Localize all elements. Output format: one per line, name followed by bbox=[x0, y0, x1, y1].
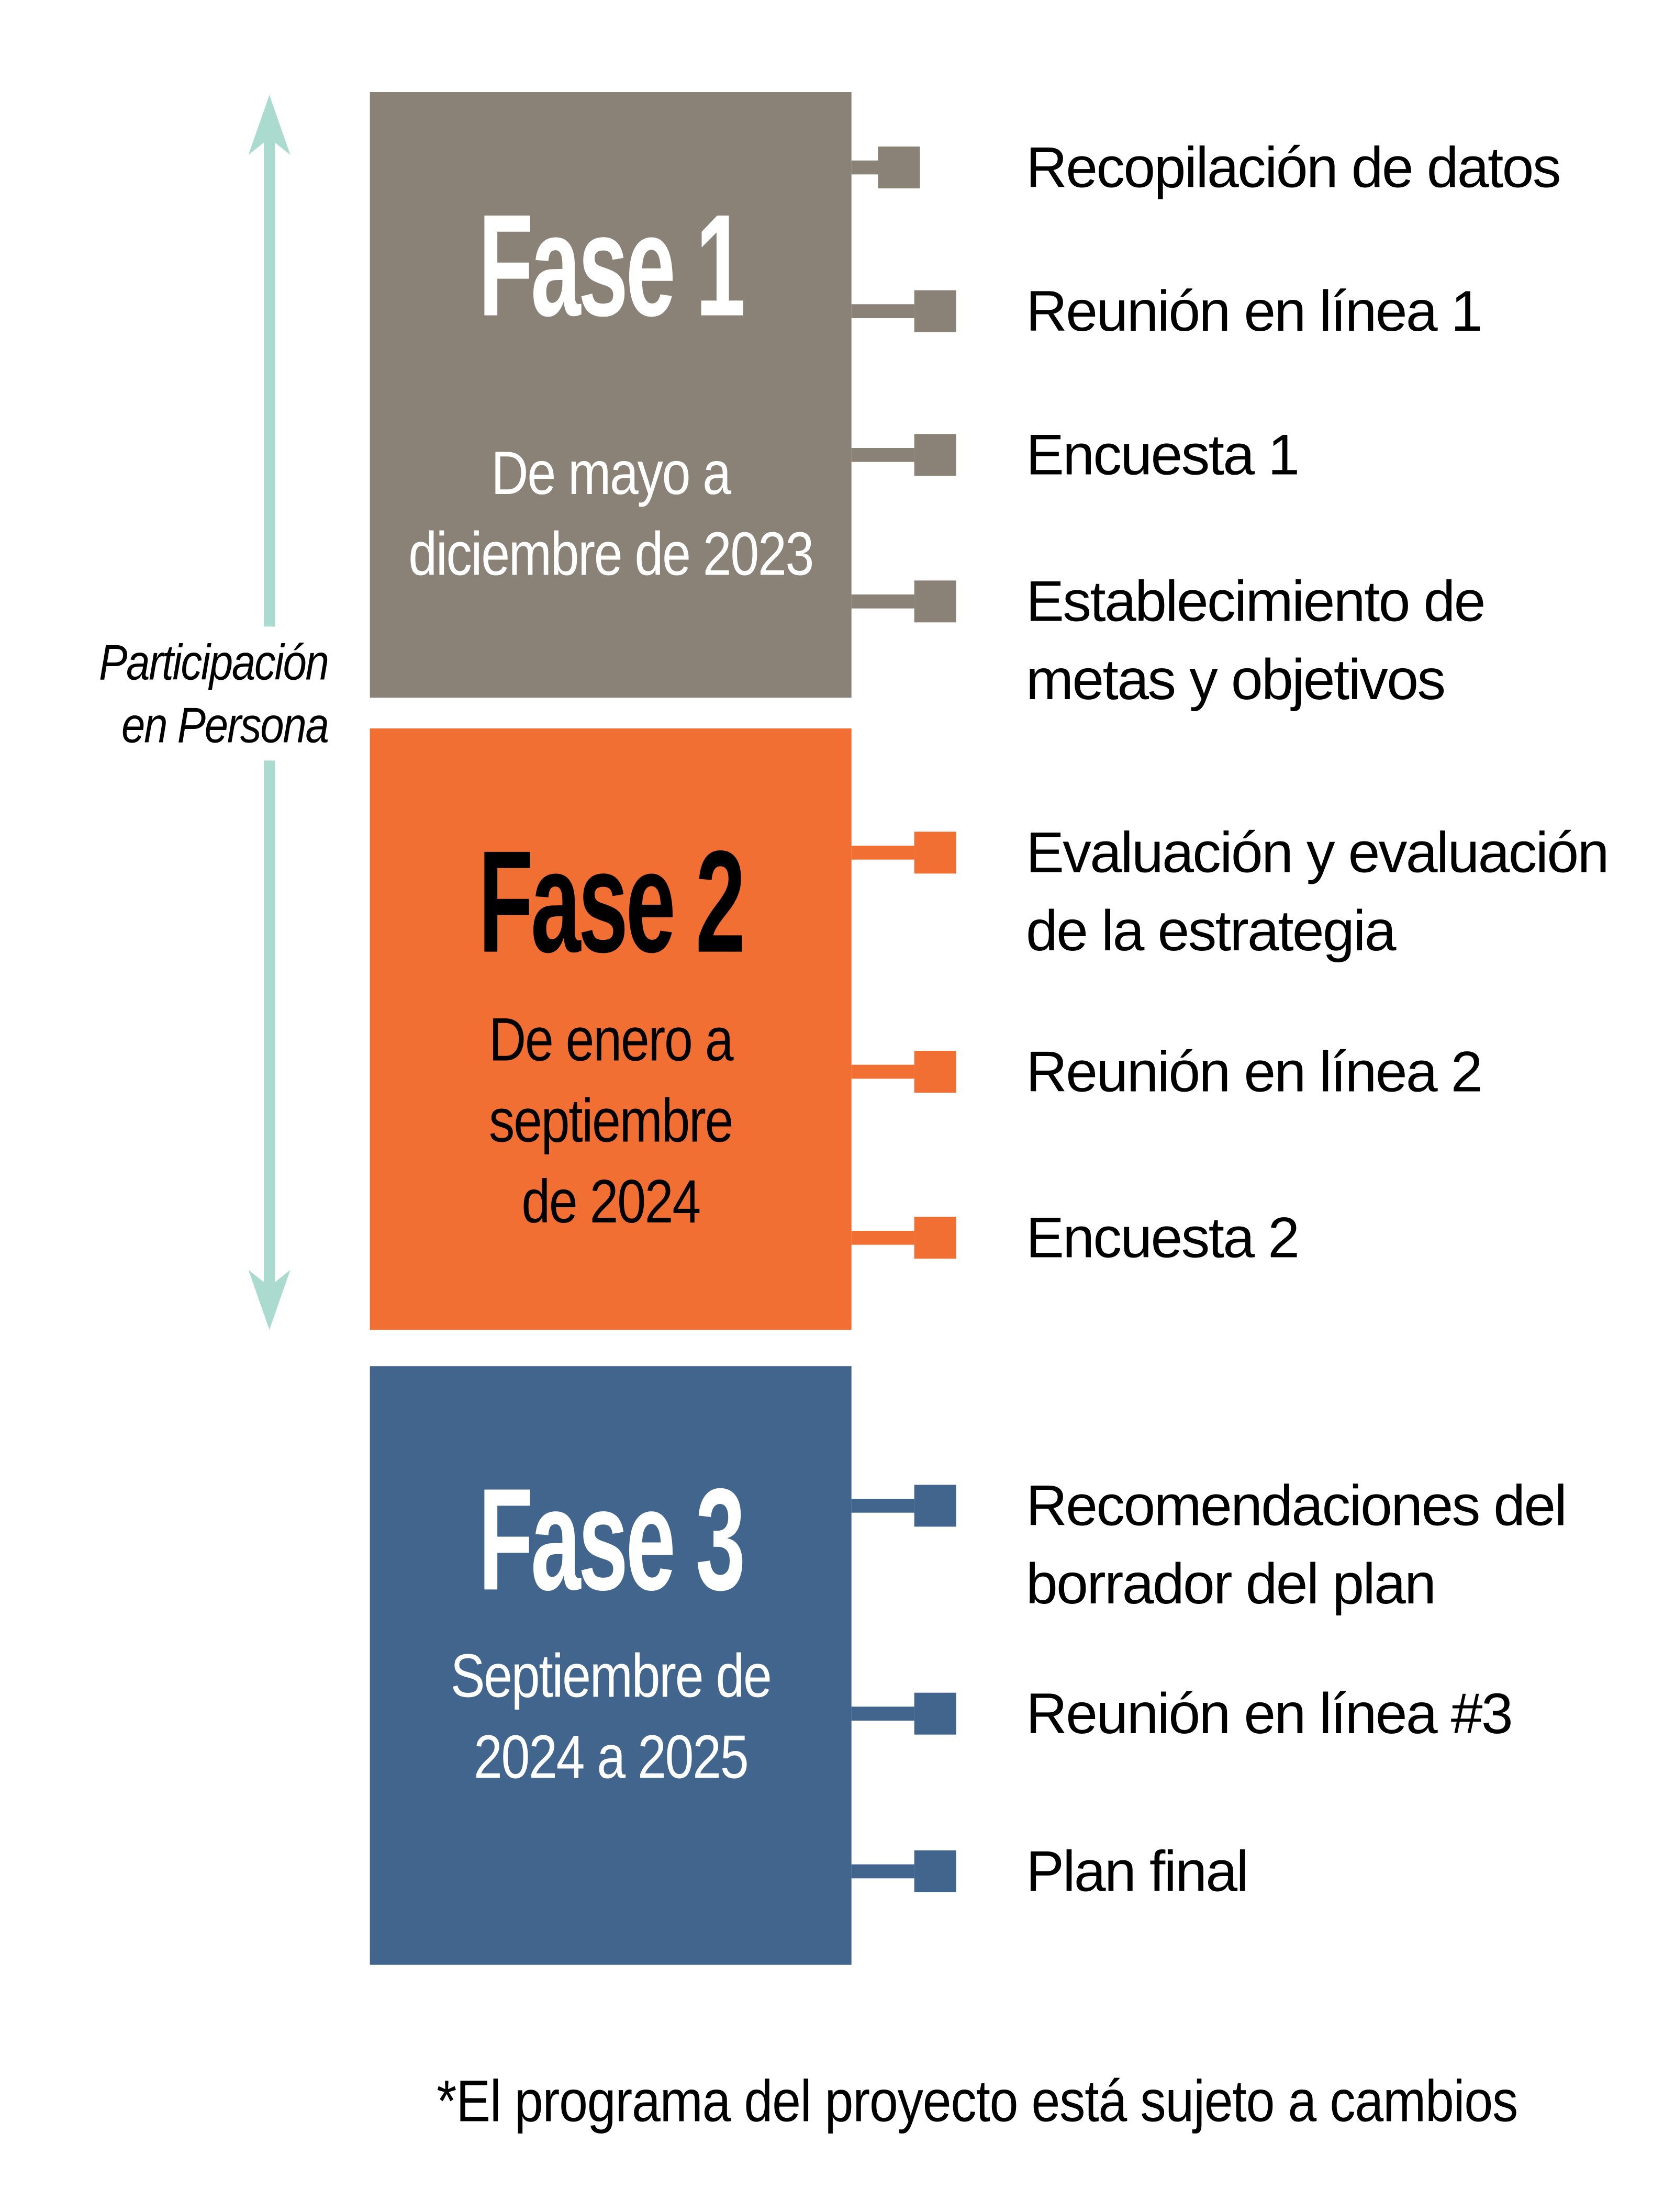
phase2-date-line: septiembre bbox=[489, 1087, 733, 1156]
connector-square bbox=[878, 147, 920, 189]
phase1-date-line: diciembre de 2023 bbox=[408, 520, 814, 589]
connector-line bbox=[851, 1064, 914, 1079]
connector-line bbox=[851, 304, 914, 319]
milestone-label: Reunión en línea 2 bbox=[1026, 1039, 1483, 1104]
phase1-date-line: De mayo a bbox=[491, 440, 731, 508]
arrow-shaft-upper bbox=[264, 134, 275, 627]
phase2-date-line: de 2024 bbox=[521, 1168, 701, 1237]
connector-square bbox=[914, 580, 956, 623]
axis-label-line1: Participación bbox=[98, 633, 329, 691]
connector-line bbox=[851, 1499, 914, 1513]
connector-square bbox=[914, 434, 956, 476]
phase2-date-line: De enero a bbox=[489, 1006, 733, 1075]
connector-square bbox=[914, 1850, 956, 1893]
milestone-label: Reunión en línea 1 bbox=[1026, 279, 1483, 344]
connector-line bbox=[851, 448, 914, 462]
connector-square bbox=[914, 832, 956, 874]
phase3-date-line: Septiembre de bbox=[450, 1642, 772, 1711]
connector-square bbox=[914, 1217, 956, 1259]
milestone-label: Encuesta 1 bbox=[1026, 423, 1300, 487]
milestone-label: Encuesta 2 bbox=[1026, 1206, 1300, 1270]
arrowhead-up-icon bbox=[248, 95, 291, 155]
phase2-title: Fase 2 bbox=[478, 822, 746, 984]
phase3-date-line: 2024 a 2025 bbox=[473, 1723, 749, 1792]
schedule-disclaimer: *El programa del proyecto está sujeto a … bbox=[437, 2068, 1518, 2134]
connector-line bbox=[851, 160, 878, 175]
axis-label-line2: en Persona bbox=[121, 696, 329, 754]
milestone-label: Reunión en línea #3 bbox=[1026, 1681, 1513, 1746]
phase2-block: Fase 2 De enero a septiembre de 2024 bbox=[370, 728, 852, 1330]
phase1-block: Fase 1 De mayo a diciembre de 2023 bbox=[370, 92, 852, 698]
phase3-block: Fase 3 Septiembre de 2024 a 2025 bbox=[370, 1366, 852, 1965]
milestone-label: Recopilación de datos bbox=[1026, 135, 1561, 200]
connector-square bbox=[914, 290, 956, 332]
arrowhead-down-icon bbox=[248, 1270, 291, 1330]
connector-line bbox=[851, 1706, 914, 1721]
phase1-dates: De mayo a diciembre de 2023 bbox=[408, 434, 814, 596]
in-person-axis-label: Participación en Persona bbox=[49, 631, 329, 756]
connector-line bbox=[851, 1864, 914, 1879]
milestone-label: Plan final bbox=[1026, 1839, 1249, 1904]
connector-line bbox=[851, 846, 914, 860]
connector-square bbox=[914, 1692, 956, 1735]
phase3-title: Fase 3 bbox=[478, 1459, 746, 1622]
phase2-dates: De enero a septiembre de 2024 bbox=[408, 1001, 813, 1243]
phase1-title: Fase 1 bbox=[478, 185, 746, 348]
connector-square bbox=[914, 1051, 956, 1093]
phase3-dates: Septiembre de 2024 a 2025 bbox=[408, 1637, 813, 1799]
connector-square bbox=[914, 1485, 956, 1527]
connector-line bbox=[851, 594, 914, 609]
arrow-shaft-lower bbox=[264, 760, 275, 1290]
connector-line bbox=[851, 1231, 914, 1245]
